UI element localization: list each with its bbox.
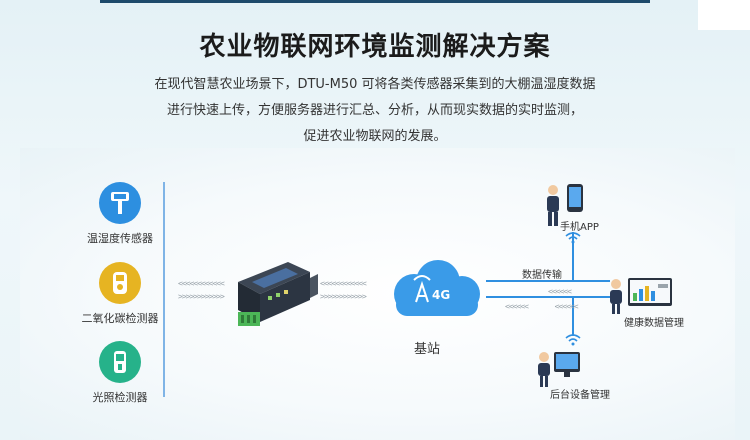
sensor-label: 二氧化碳检测器	[81, 312, 159, 325]
chevron-arrows-icon: <<<<<<	[548, 287, 572, 296]
sensor-co2: 二氧化碳检测器	[65, 262, 175, 326]
chevron-arrows-icon: >>>>>>>>>>>>	[320, 292, 367, 301]
dtu-device	[232, 248, 318, 330]
mobile-user-icon	[543, 182, 587, 228]
sensor-bus-line	[163, 182, 165, 397]
chevron-arrows-icon: <<<<<< <<<<<<	[505, 302, 579, 311]
mobile-app-label: 手机APP	[560, 222, 599, 233]
mobile-link-line	[572, 232, 574, 280]
backend-user-icon	[536, 350, 582, 388]
corner-block	[698, 0, 750, 30]
desc-line-3: 促进农业物联网的发展。	[303, 129, 447, 144]
wifi-signal-icon	[564, 232, 582, 244]
wifi-signal-icon	[564, 334, 582, 346]
thermo-hygrometer-icon	[99, 182, 141, 224]
network-label: 4G	[432, 288, 451, 302]
description: 在现代智慧农业场景下，DTU-M50 可将各类传感器采集到的大棚温湿度数据 进行…	[0, 72, 750, 150]
desc-line-1: 在现代智慧农业场景下，DTU-M50 可将各类传感器采集到的大棚温湿度数据	[154, 77, 596, 92]
light-meter-icon	[99, 341, 141, 383]
co2-detector-icon	[99, 262, 141, 304]
page-title: 农业物联网环境监测解决方案	[199, 32, 551, 62]
chevron-arrows-icon: <<<<<<<<<<<<	[320, 279, 367, 288]
cloud-icon	[386, 258, 486, 320]
data-transfer-label: 数据传输	[522, 270, 562, 281]
data-line-top	[486, 280, 610, 282]
desc-line-2: 进行快速上传，方便服务器进行汇总、分析，从而现实数据的实时监测，	[166, 103, 583, 118]
sensor-label: 温湿度传感器	[87, 232, 153, 245]
health-data-label: 健康数据管理	[624, 318, 684, 329]
chevron-arrows-icon: <<<<<<<<<<<<	[178, 279, 225, 288]
backend-link-line	[572, 296, 574, 336]
top-accent-bar	[100, 0, 650, 3]
sensor-temperature-humidity: 温湿度传感器	[65, 182, 175, 246]
data-line-bottom	[486, 296, 610, 298]
sensor-label: 光照检测器	[92, 391, 148, 404]
chevron-arrows-icon: >>>>>>>>>>>>	[178, 292, 225, 301]
backend-management-label: 后台设备管理	[550, 390, 610, 401]
monitor-user-icon	[608, 276, 674, 314]
base-station-label: 基站	[414, 342, 441, 357]
sensor-light: 光照检测器	[65, 341, 175, 405]
